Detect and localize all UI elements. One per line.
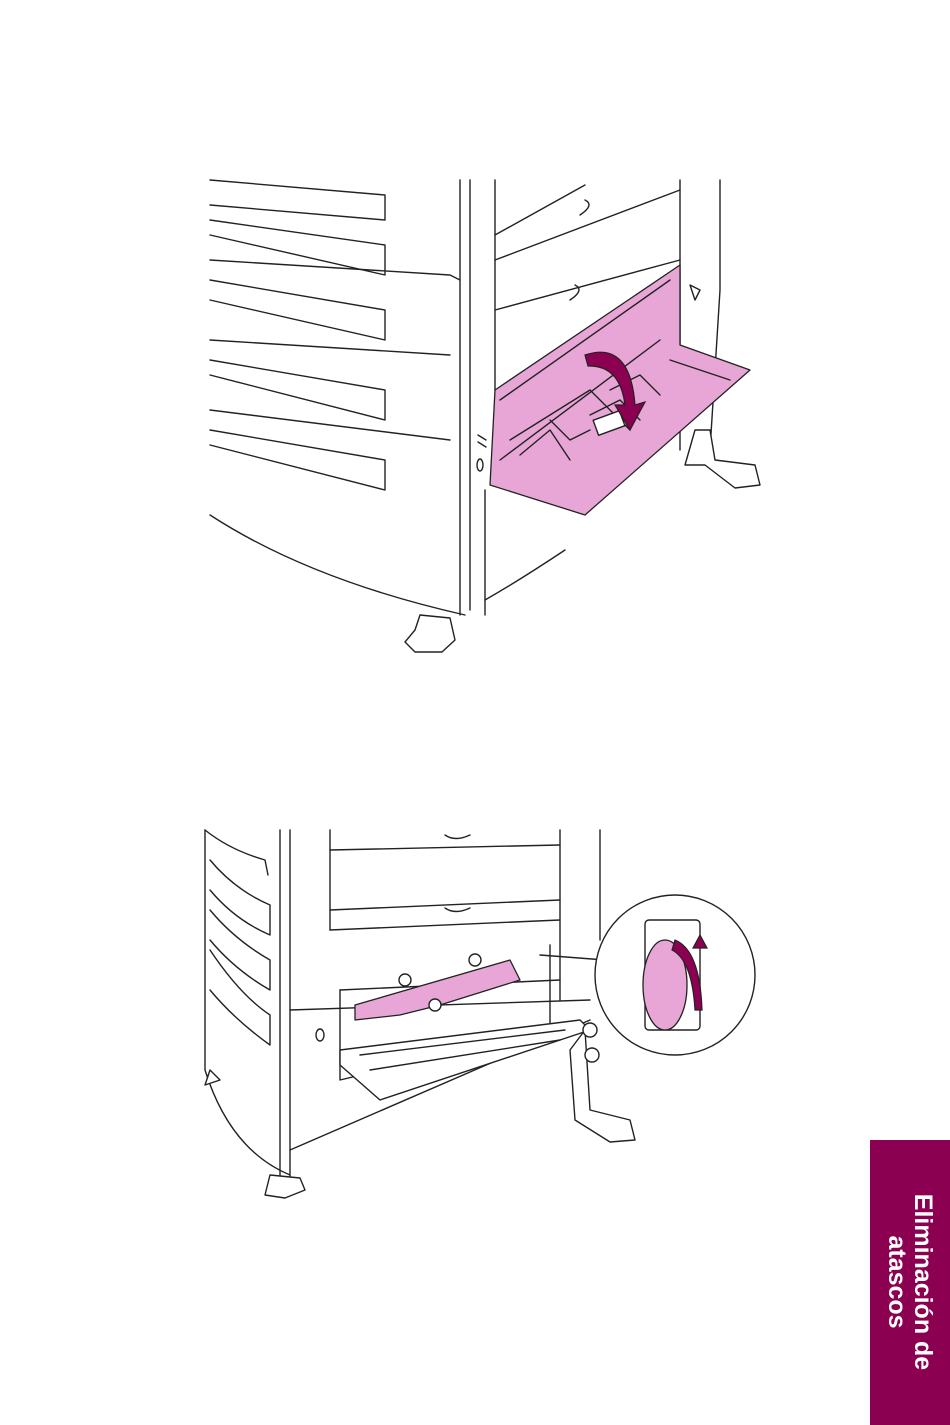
section-tab-line2: atascos — [884, 1194, 910, 1370]
section-tab: Eliminación de atascos — [870, 1140, 950, 1425]
printer-door-opening-illustration — [190, 160, 780, 680]
printer-knob-turn-illustration — [190, 820, 770, 1210]
open-access-door — [490, 265, 750, 515]
knob-detail-magnifier — [595, 895, 755, 1055]
section-tab-label: Eliminación de atascos — [884, 1194, 936, 1370]
section-tab-line1: Eliminación de — [910, 1194, 936, 1370]
paper-tray-stack — [205, 830, 290, 1175]
paper-tray-stack — [210, 180, 465, 615]
